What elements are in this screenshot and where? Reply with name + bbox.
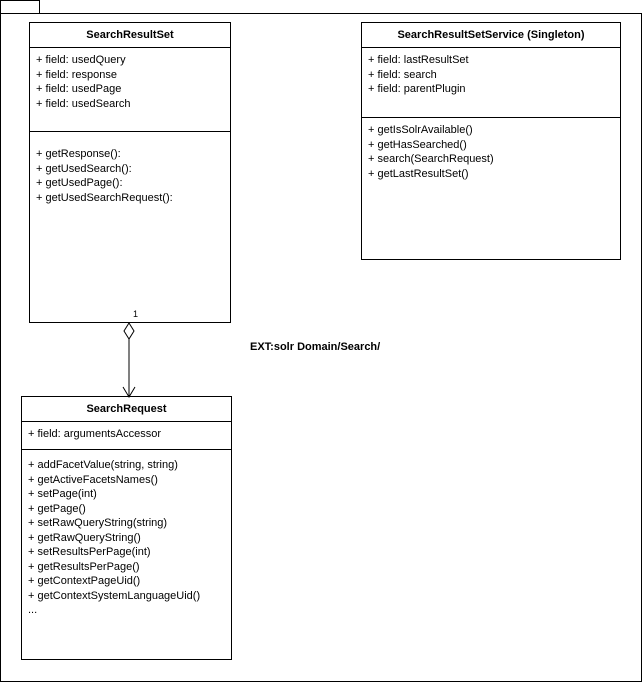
method-row: + getResultsPerPage() [28, 560, 140, 573]
package-label: EXT:solr Domain/Search/ [250, 341, 381, 353]
method-row: + search(SearchRequest) [368, 153, 494, 165]
method-row: + getResponse(): [36, 148, 121, 160]
package-tab [0, 0, 40, 14]
package-frame [0, 13, 642, 682]
methods-section: + getResponse(): + getUsedSearch(): + ge… [30, 132, 230, 205]
aggregation-diamond [123, 322, 135, 340]
field-row: + field: argumentsAccessor [28, 428, 161, 440]
class-search-request[interactable]: SearchRequest + field: argumentsAccessor… [21, 396, 232, 660]
class-name: SearchRequest [22, 397, 231, 422]
multiplicity-label: 1 [133, 309, 139, 319]
field-row: + field: usedQuery [36, 54, 126, 66]
field-row: + field: usedPage [36, 83, 122, 95]
method-row: + getUsedSearchRequest(): [36, 191, 173, 204]
methods-section: + getIsSolrAvailable() + getHasSearched(… [362, 118, 620, 181]
method-row: + getUsedPage(): [36, 177, 123, 189]
class-search-result-set[interactable]: SearchResultSet + field: usedQuery + fie… [29, 22, 231, 323]
fields-section: + field: usedQuery + field: response + f… [30, 48, 230, 132]
class-name: SearchResultSet [30, 23, 230, 48]
class-search-result-set-service[interactable]: SearchResultSetService (Singleton) + fie… [361, 22, 621, 260]
field-row: + field: response [36, 68, 118, 81]
method-row: + getRawQueryString() [28, 531, 141, 544]
method-row: + getUsedSearch(): [36, 162, 132, 175]
method-row: + setRawQueryString(string) [28, 517, 168, 529]
method-row: + getPage() [28, 502, 86, 515]
methods-section: + addFacetValue(string, string) + getAct… [22, 450, 231, 618]
method-row: + setResultsPerPage(int) [28, 546, 151, 558]
method-row: + getHasSearched() [368, 138, 467, 151]
field-row: + field: lastResultSet [368, 54, 469, 66]
method-row: ... [28, 604, 38, 616]
field-row: + field: search [368, 68, 437, 81]
method-row: + addFacetValue(string, string) [28, 459, 178, 471]
field-row: + field: parentPlugin [368, 83, 466, 95]
method-row: + getContextSystemLanguageUid() [28, 589, 201, 602]
method-row: + getIsSolrAvailable() [368, 124, 473, 136]
method-row: + getContextPageUid() [28, 575, 141, 587]
method-row: + setPage(int) [28, 488, 97, 500]
fields-section: + field: argumentsAccessor [22, 422, 231, 450]
class-name: SearchResultSetService (Singleton) [362, 23, 620, 48]
method-row: + getLastResultSet() [368, 167, 469, 180]
navigability-arrowhead [122, 386, 136, 398]
method-row: + getActiveFacetsNames() [28, 473, 158, 486]
fields-section: + field: lastResultSet + field: search +… [362, 48, 620, 118]
field-row: + field: usedSearch [36, 97, 131, 110]
